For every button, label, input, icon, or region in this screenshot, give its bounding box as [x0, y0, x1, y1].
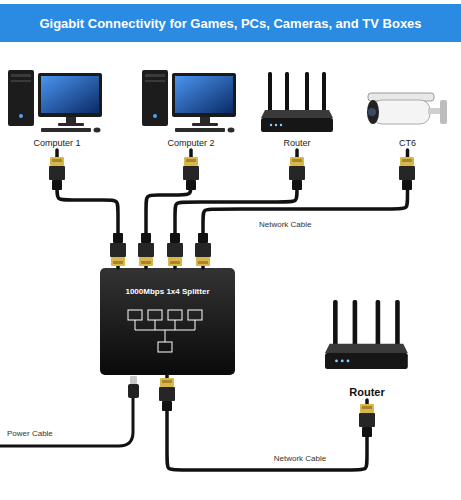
network-cable	[57, 150, 118, 268]
router-icon	[261, 72, 333, 132]
rj45-plug	[138, 233, 154, 266]
camera-icon	[428, 108, 442, 114]
rj45-plug	[159, 378, 175, 411]
splitter-body	[158, 342, 172, 352]
usb-c-plug	[128, 376, 139, 398]
node-label: Computer 1	[33, 137, 80, 149]
device-box: Router	[250, 62, 344, 150]
node-label: Router	[349, 385, 384, 399]
splitter-body	[135, 320, 195, 342]
camera-icon	[440, 100, 447, 124]
computer-icon	[8, 70, 102, 133]
node-label: 1000Mbps 1x4 Splitter	[125, 286, 209, 297]
rj45-plug	[359, 404, 375, 437]
router-icon	[325, 300, 408, 369]
node-label: Computer 2	[167, 137, 214, 149]
network-cable	[203, 150, 408, 268]
device-box: Computer 2	[139, 62, 243, 150]
splitter-box: 1000Mbps 1x4 Splitter	[100, 268, 235, 375]
device-box: Router	[315, 298, 419, 400]
cable-label: Network Cable	[257, 220, 313, 230]
rj45-plug	[289, 157, 305, 190]
device-box: Computer 1	[5, 62, 109, 150]
device-box: CT6	[360, 62, 455, 150]
camera-icon	[367, 93, 447, 124]
rj45-plug	[49, 157, 65, 190]
cable-label: Network Cable	[272, 454, 328, 464]
splitter-body	[128, 310, 202, 352]
network-cable	[167, 375, 367, 470]
splitter-body	[128, 310, 142, 320]
rj45-plug	[167, 233, 183, 266]
rj45-plug	[183, 157, 199, 190]
splitter-body	[148, 310, 162, 320]
camera-icon	[372, 100, 430, 124]
computer-icon	[142, 70, 236, 133]
rj45-plug	[195, 233, 211, 266]
node-label: CT6	[399, 137, 416, 149]
usb-c-plug	[130, 376, 137, 384]
power-cable	[0, 398, 133, 446]
title-text: Gigabit Connectivity for Games, PCs, Cam…	[39, 16, 421, 31]
rj45-plug	[399, 157, 415, 190]
camera-icon	[367, 100, 379, 124]
splitter-body	[188, 310, 202, 320]
splitter-body	[100, 268, 235, 375]
splitter-body	[168, 310, 182, 320]
splitter-body	[100, 268, 235, 375]
cable-label: Power Cable	[5, 429, 55, 439]
title-banner: Gigabit Connectivity for Games, PCs, Cam…	[0, 4, 461, 42]
node-label: Router	[283, 137, 310, 149]
camera-icon	[368, 108, 376, 116]
usb-c-plug	[128, 384, 139, 398]
rj45-plug	[110, 233, 126, 266]
